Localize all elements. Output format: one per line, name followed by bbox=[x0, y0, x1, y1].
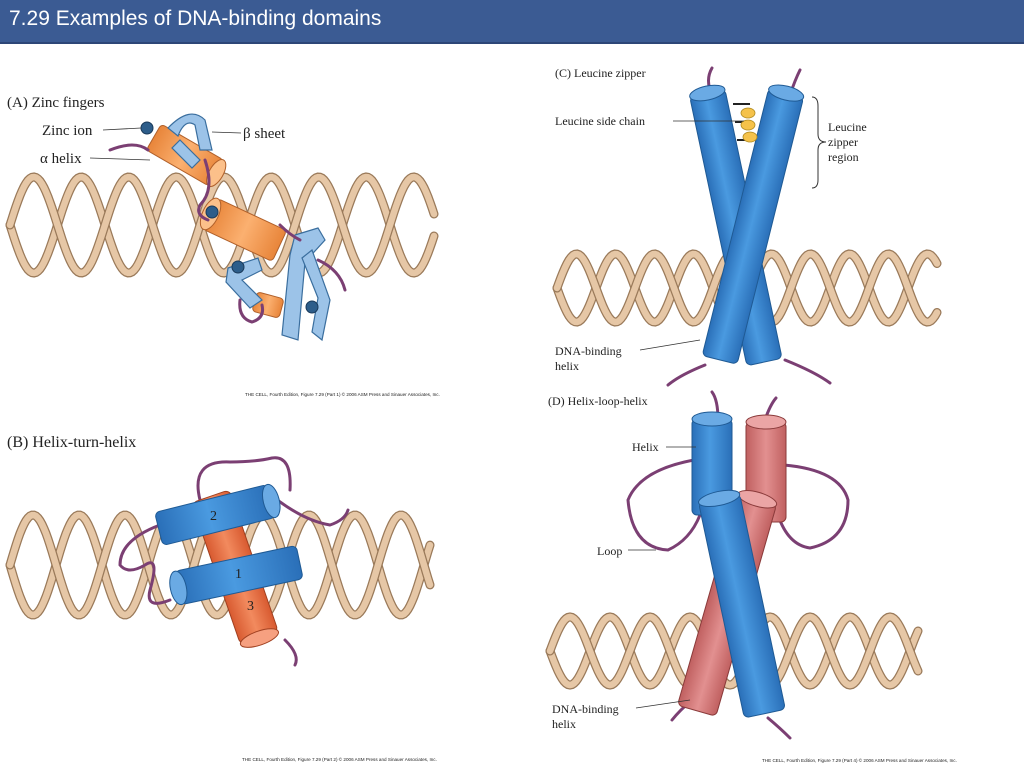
beta-sheet-ribbon bbox=[167, 113, 213, 151]
leucine-side-chains bbox=[733, 103, 758, 143]
beta-sheet-ribbon bbox=[171, 139, 201, 169]
slide-title-bar: 7.29 Examples of DNA-binding domains bbox=[0, 0, 1024, 44]
loop-segment bbox=[776, 463, 850, 550]
figure-credit: THE CELL, Fourth Edition, Figure 7.29 (P… bbox=[762, 757, 957, 763]
zipper-region-label-line1: Leucine bbox=[828, 120, 867, 134]
panel-a-zinc-fingers: (A) Zinc fingers Zinc ion β sheet α heli… bbox=[5, 95, 440, 397]
turn-loop bbox=[263, 488, 350, 527]
leader-line bbox=[635, 699, 691, 709]
slide-title: 7.29 Examples of DNA-binding domains bbox=[9, 7, 382, 30]
leader-line bbox=[639, 339, 701, 351]
dna-binding-helix-label-line1: DNA-binding bbox=[555, 344, 622, 358]
zipper-region-bracket bbox=[811, 96, 827, 189]
zipper-helix-cylinder bbox=[702, 84, 805, 364]
dna-binding-helix-label-line2: helix bbox=[555, 359, 579, 373]
dna-binding-helix-cylinder bbox=[698, 489, 785, 718]
turn-loop bbox=[196, 456, 292, 502]
loop-label: Loop bbox=[597, 544, 622, 558]
loop-segment bbox=[666, 363, 707, 387]
panel-b-heading: (B) Helix-turn-helix bbox=[7, 434, 136, 451]
beta-sheet-ribbon bbox=[281, 227, 326, 341]
leucine-side-chain-label: Leucine side chain bbox=[555, 114, 645, 128]
dna-strand bbox=[6, 511, 434, 619]
leader-line bbox=[89, 157, 151, 161]
helix-label: Helix bbox=[632, 440, 659, 454]
helix-2-number: 2 bbox=[210, 509, 217, 524]
turn-loop bbox=[283, 638, 298, 667]
loop-segment bbox=[316, 258, 347, 292]
loop-segment bbox=[766, 716, 792, 740]
beta-sheet-label: β sheet bbox=[243, 126, 286, 142]
loop-segment bbox=[197, 158, 211, 222]
zinc-ion bbox=[205, 205, 219, 219]
loop-segment bbox=[238, 298, 264, 324]
panel-d-helix-loop-helix: (D) Helix-loop-helix Helix Loop DNA-bind… bbox=[545, 390, 957, 763]
helix-1-number: 1 bbox=[235, 567, 242, 582]
zinc-ion-label: Zinc ion bbox=[42, 123, 93, 139]
leader-line bbox=[211, 131, 242, 134]
zipper-region-label-line2: zipper bbox=[828, 135, 858, 149]
panel-c-heading: (C) Leucine zipper bbox=[555, 66, 646, 80]
dna-strand bbox=[546, 613, 922, 689]
panel-d-heading: (D) Helix-loop-helix bbox=[548, 394, 648, 408]
loop-segment bbox=[626, 458, 702, 552]
panel-c-leucine-zipper: (C) Leucine zipper Leucine side chain Le… bbox=[552, 66, 942, 387]
dna-binding-helix-label-line2: helix bbox=[552, 717, 576, 731]
loop-segment bbox=[278, 223, 302, 242]
dna-strand bbox=[6, 173, 438, 277]
loop-segment bbox=[783, 358, 832, 385]
dna-binding-helix-label-line1: DNA-binding bbox=[552, 702, 619, 716]
turn-loop bbox=[118, 523, 172, 605]
zinc-ion bbox=[305, 300, 319, 314]
leader-line bbox=[102, 127, 142, 131]
helix-2-cylinder bbox=[155, 483, 281, 545]
panel-b-helix-turn-helix: 3 2 1 (B) Helix-turn-helix THE CELL, Fou… bbox=[5, 434, 437, 762]
zinc-ion bbox=[231, 260, 245, 274]
helix-3-number: 3 bbox=[247, 599, 254, 614]
alpha-helix-label: α helix bbox=[40, 151, 82, 167]
loop-segment bbox=[108, 143, 150, 152]
zipper-region-label-line3: region bbox=[828, 150, 859, 164]
figure-credit: THE CELL, Fourth Edition, Figure 7.29 (P… bbox=[242, 756, 437, 762]
panel-a-heading: (A) Zinc fingers bbox=[7, 95, 105, 111]
beta-sheet-ribbon bbox=[301, 249, 331, 342]
zinc-ion bbox=[140, 121, 154, 135]
helix-1-cylinder bbox=[169, 545, 303, 606]
figure-credit: THE CELL, Fourth Edition, Figure 7.29 (P… bbox=[245, 391, 440, 397]
